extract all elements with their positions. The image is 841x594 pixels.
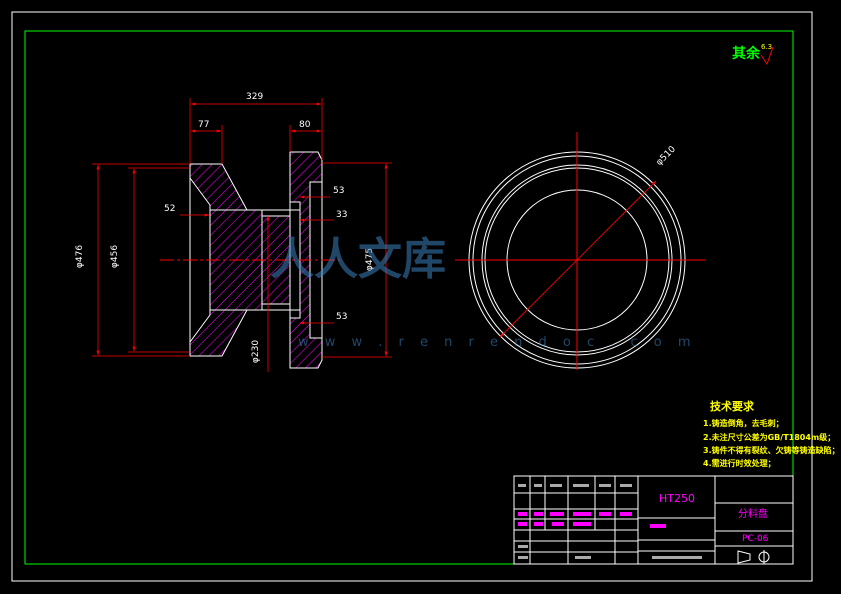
dim-230: φ230 (251, 339, 262, 364)
title-block (513, 475, 794, 565)
dim-line (499, 180, 657, 338)
watermark-url: w w w . r e n r e n d o c . c o m (298, 335, 697, 350)
projection-symbol (737, 550, 770, 564)
dim-53-bottom: 53 (336, 312, 348, 322)
title-block-drawing-code: PC-06 (742, 534, 769, 544)
drawing-frame (24, 30, 794, 565)
tech-requirements-title: 技术要求 (710, 400, 754, 413)
dim-53-top: 53 (333, 186, 345, 196)
dim-52: 52 (164, 204, 176, 214)
dim-77: 77 (198, 120, 210, 130)
dim-33: 33 (336, 210, 348, 220)
title-block-part-name: 分料盘 (738, 509, 768, 520)
tech-note: 3.铸件不得有裂纹、欠铸等铸造缺陷； (703, 446, 840, 455)
title-block-marks (518, 512, 666, 528)
watermark-logo: 人人文库 (270, 234, 446, 285)
dim-80: 80 (299, 120, 311, 130)
surface-finish-value: 6.3 (761, 43, 773, 51)
title-block-grey (518, 484, 702, 559)
tech-note: 2.未注尺寸公差为GB/T1804m级； (703, 433, 836, 442)
roughness-symbol (760, 46, 774, 66)
dim-456: φ456 (110, 244, 121, 269)
dim-329: 329 (246, 92, 264, 102)
tech-note: 4.需进行时效处理； (703, 459, 776, 468)
title-block-material: HT250 (659, 492, 695, 505)
tech-note: 1.铸造倒角，去毛刺； (703, 419, 784, 428)
front-view (455, 132, 705, 370)
sheet-border (11, 11, 813, 582)
section-view (92, 98, 392, 372)
surface-finish-label: 其余 (732, 46, 760, 62)
dim-476: φ476 (75, 244, 86, 269)
